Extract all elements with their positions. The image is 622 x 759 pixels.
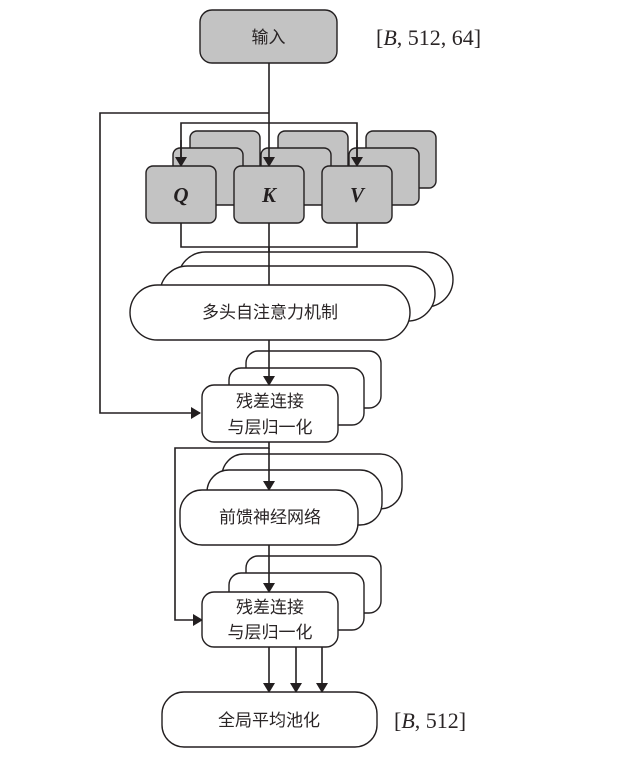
pool-label: 全局平均池化 xyxy=(218,711,320,731)
ffn-node: 前馈神经网络 xyxy=(179,448,403,546)
addnorm1-node: 残差连接 与层归一化 xyxy=(201,340,382,443)
addnorm1-front xyxy=(201,384,339,443)
input-shape-label: [B, 512, 64] xyxy=(376,25,481,50)
addnorm1-line2: 与层归一化 xyxy=(228,418,313,438)
addnorm2-to-pool-edges xyxy=(263,647,328,693)
ffn-label: 前馈神经网络 xyxy=(219,508,321,528)
k-label: K xyxy=(261,183,278,207)
q-node: Q xyxy=(145,165,217,224)
pool-shape-label: [B, 512] xyxy=(394,708,466,733)
addnorm2-line2: 与层归一化 xyxy=(228,623,313,643)
input-to-qkv-edges xyxy=(175,113,363,167)
v-node: V xyxy=(321,165,393,224)
residual-edge-1 xyxy=(99,112,269,419)
q-label: Q xyxy=(173,183,188,207)
mhsa-front xyxy=(129,284,411,341)
v-label: V xyxy=(350,183,366,207)
mhsa-label: 多头自注意力机制 xyxy=(202,303,338,323)
input-label: 输入 xyxy=(252,28,286,48)
k-node: K xyxy=(233,165,305,224)
addnorm2-node: 残差连接 与层归一化 xyxy=(201,545,382,648)
pool-node: 全局平均池化 xyxy=(161,691,378,748)
input-node: 输入 xyxy=(199,9,338,64)
mhsa-node: 多头自注意力机制 xyxy=(129,247,454,341)
addnorm1-line1: 残差连接 xyxy=(236,392,304,412)
addnorm2-line1: 残差连接 xyxy=(236,598,304,618)
residual-edge-2 xyxy=(174,442,270,626)
addnorm2-front xyxy=(201,591,339,648)
